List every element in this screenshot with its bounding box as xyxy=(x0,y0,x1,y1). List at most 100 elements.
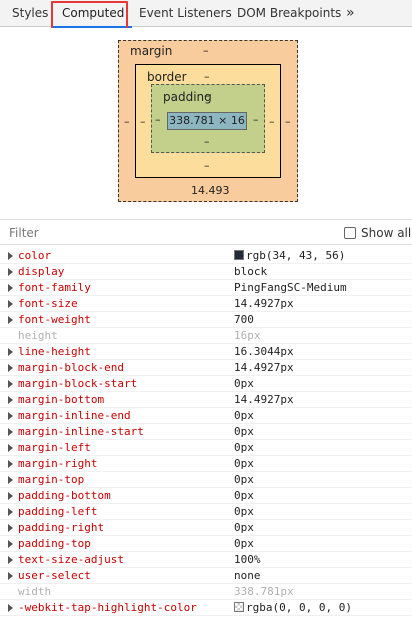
expand-triangle-icon[interactable] xyxy=(8,444,13,452)
property-value-text: 0px xyxy=(234,377,254,390)
property-name: text-size-adjust xyxy=(18,553,124,566)
property-name: height xyxy=(18,329,58,342)
property-value-text: 100% xyxy=(234,553,261,566)
expand-triangle-icon[interactable] xyxy=(8,348,13,356)
padding-bottom-value[interactable]: – xyxy=(204,135,210,148)
padding-right-value[interactable]: – xyxy=(253,113,259,126)
property-value-text: 0px xyxy=(234,425,254,438)
expand-triangle-icon[interactable] xyxy=(8,556,13,564)
expand-triangle-icon[interactable] xyxy=(8,604,13,612)
property-value: 100% xyxy=(234,552,261,568)
property-value: none xyxy=(234,568,261,584)
expand-triangle-icon[interactable] xyxy=(8,316,13,324)
expand-triangle-icon[interactable] xyxy=(8,364,13,372)
computed-property-row[interactable]: font-weight 700 xyxy=(0,312,412,328)
property-name: font-weight xyxy=(18,313,91,326)
expand-triangle-icon[interactable] xyxy=(8,476,13,484)
expand-triangle-icon[interactable] xyxy=(8,428,13,436)
expand-triangle-icon[interactable] xyxy=(8,380,13,388)
tab-styles[interactable]: Styles xyxy=(12,6,49,20)
expand-triangle-icon[interactable] xyxy=(8,524,13,532)
property-value: 0px xyxy=(234,456,254,472)
property-value: 0px xyxy=(234,488,254,504)
margin-top-value[interactable]: – xyxy=(203,44,209,57)
border-top-value[interactable]: – xyxy=(204,70,210,83)
property-value: 0px xyxy=(234,472,254,488)
property-value: rgba(0, 0, 0, 0) xyxy=(234,600,352,616)
color-swatch-icon[interactable] xyxy=(234,250,244,260)
expand-triangle-icon[interactable] xyxy=(8,396,13,404)
property-name: display xyxy=(18,265,65,278)
filter-input[interactable] xyxy=(9,224,209,242)
property-value: rgb(34, 43, 56) xyxy=(234,248,345,264)
padding-top-value[interactable]: – xyxy=(204,89,210,102)
border-bottom-value[interactable]: – xyxy=(204,159,210,172)
expand-triangle-icon[interactable] xyxy=(8,508,13,516)
property-value-text: 14.4927px xyxy=(234,361,294,374)
property-value: 0px xyxy=(234,408,254,424)
property-value-text: 0px xyxy=(234,473,254,486)
expand-triangle-icon[interactable] xyxy=(8,492,13,500)
margin-bottom-value[interactable]: 14.493 xyxy=(191,184,230,197)
property-value: 700 xyxy=(234,312,254,328)
computed-property-row[interactable]: text-size-adjust 100% xyxy=(0,552,412,568)
property-value-text: 16px xyxy=(234,329,261,342)
border-left-value[interactable]: – xyxy=(140,115,146,128)
show-all-label: Show all xyxy=(361,226,412,240)
padding-left-value[interactable]: – xyxy=(155,113,161,126)
filter-bar: Show all xyxy=(0,219,412,245)
property-name: width xyxy=(18,585,52,598)
tab-dom-breakpoints[interactable]: DOM Breakpoints xyxy=(237,6,342,20)
computed-property-row[interactable]: margin-top 0px xyxy=(0,472,412,488)
show-all-checkbox[interactable] xyxy=(344,227,356,239)
border-right-value[interactable]: – xyxy=(269,115,275,128)
box-model-margin[interactable]: margin – – – 14.493 border – – – – paddi… xyxy=(118,40,298,202)
tab-computed[interactable]: Computed xyxy=(52,0,133,28)
panel-tab-bar: Styles Computed Event Listeners DOM Brea… xyxy=(0,0,412,33)
expand-triangle-icon[interactable] xyxy=(8,412,13,420)
expand-triangle-icon[interactable] xyxy=(8,252,13,260)
tab-event-listeners[interactable]: Event Listeners xyxy=(139,6,232,20)
property-value: 14.4927px xyxy=(234,296,294,312)
property-value: PingFangSC-Medium xyxy=(234,280,347,296)
property-name: margin-top xyxy=(18,473,85,486)
margin-left-value[interactable]: – xyxy=(124,115,130,128)
computed-property-row[interactable]: height 16px xyxy=(0,328,412,344)
margin-right-value[interactable]: – xyxy=(285,115,291,128)
expand-triangle-icon[interactable] xyxy=(8,300,13,308)
box-model-content-size[interactable]: 338.781 × 16 xyxy=(167,112,247,130)
margin-label: margin xyxy=(130,44,173,58)
property-value-text: rgba(0, 0, 0, 0) xyxy=(246,601,352,614)
expand-triangle-icon[interactable] xyxy=(8,268,13,276)
expand-triangle-icon[interactable] xyxy=(8,572,13,580)
box-model-padding[interactable]: padding – – – – 338.781 × 16 xyxy=(151,84,265,153)
box-model-border[interactable]: border – – – – padding – – – – 338.781 ×… xyxy=(135,64,281,178)
color-swatch-icon[interactable] xyxy=(234,602,244,612)
show-all-toggle[interactable]: Show all xyxy=(344,224,411,242)
expand-triangle-icon[interactable] xyxy=(8,540,13,548)
more-tabs-chevron-icon[interactable]: » xyxy=(346,5,355,21)
active-tab-indicator xyxy=(52,26,133,28)
expand-triangle-icon[interactable] xyxy=(8,460,13,468)
expand-triangle-icon[interactable] xyxy=(8,284,13,292)
property-value: 0px xyxy=(234,440,254,456)
